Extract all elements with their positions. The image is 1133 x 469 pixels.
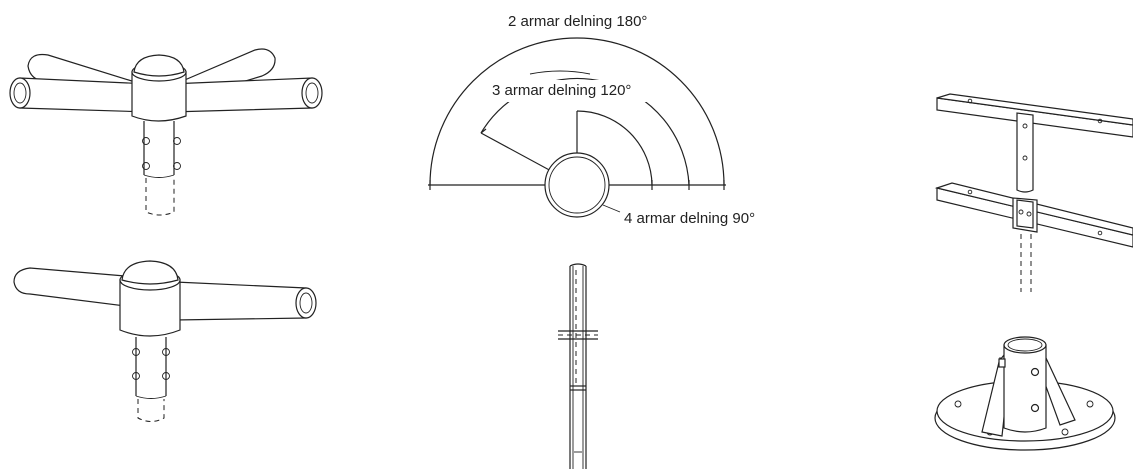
three-arm-bracket-illustration: [9, 48, 323, 216]
label-four-arms: 4 armar delning 90°: [624, 210, 755, 227]
foundation-base-illustration: [934, 336, 1116, 451]
two-arm-bracket-illustration: [13, 260, 317, 422]
arm-division-angle-diagram: 2 armar delning 180° 3 armar delning 120…: [428, 13, 755, 227]
label-three-arms: 3 armar delning 120°: [492, 82, 631, 99]
label-two-arms: 2 armar delning 180°: [508, 13, 647, 30]
extension-tube-illustration: [558, 263, 598, 469]
crossarm-mount-illustration: [934, 93, 1133, 292]
